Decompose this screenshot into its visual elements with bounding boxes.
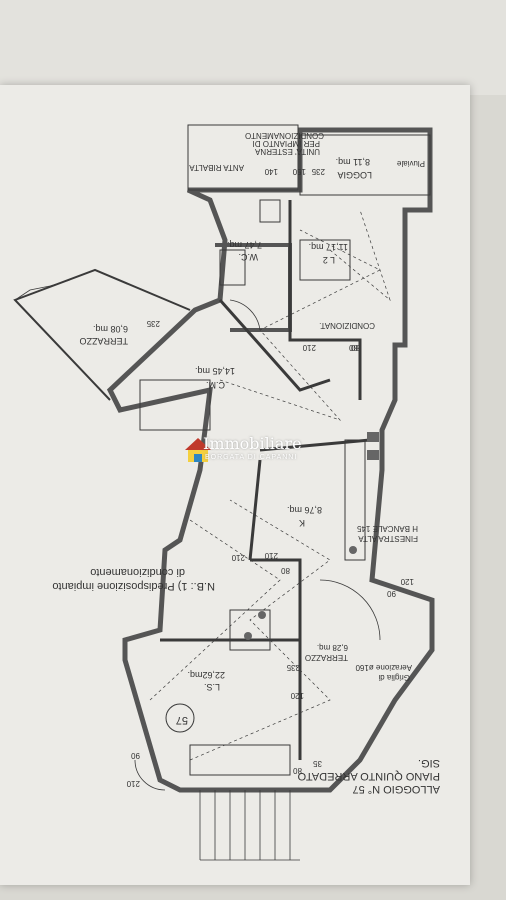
watermark-brand: Immobiliare [203,434,302,453]
annotation-finestra-1: FINESTRA ALTA [358,534,418,543]
annotation-griglia-1: Griglia di [378,673,410,682]
unit-circle [165,703,195,733]
stairs [199,790,300,861]
annotation-condiz: CONDIZIONAT. [319,321,375,330]
dim-label: 120 [290,691,304,700]
annotation-anta: ANTA RIBALTA [189,163,244,172]
room-name-wc: W.C. [238,252,259,262]
dim-label: 35 [313,759,322,768]
partition-wall [288,200,362,400]
background-paper-top [0,0,506,95]
terrace-outline [13,268,191,401]
room-area-ls: 22,62mq. [187,670,225,680]
kitchen-counter [344,439,366,561]
partition-wall [248,438,371,650]
watermark-subtitle: BORGATA DI CAPANNI [205,454,298,461]
watermark-logo: Immobiliare BORGATA DI CAPANNI [185,430,325,470]
dim-label: 90 [387,589,396,598]
room-area-wc: 7,47 mq. [226,240,262,250]
room-name-ls: L.S. [203,682,220,692]
header-line1: ALLOGGIO N° 57 [352,783,440,795]
annotation-pluviale: Pluviale [396,159,425,168]
header-line2: PIANO QUINTO ARREDATO [297,770,440,782]
room-name-terrazzo: TERRAZZO [79,336,129,346]
dim-label: 80 [281,566,290,575]
table [229,609,271,651]
room-area-l2: 11,17 mq. [308,242,348,252]
annotation-finestra-2: H BANCALE 145 [357,524,418,533]
dim-label: 150 [292,167,306,176]
dim-label: 235 [311,167,325,176]
exterior-wall [106,127,435,793]
dim-label: 80 [293,766,302,775]
unit-number: 57 [175,714,188,726]
dim-label: 210 [264,551,278,560]
dim-label: 235 [286,663,300,672]
annotation-unita-2: PER IMPIANTO DI [252,139,320,148]
room-area-terrazzo: 6,08 mq. [92,324,128,334]
room-area-terrazzo2: 6,28 mq. [316,643,348,652]
room-area-loggia: 8,11 mq. [335,157,370,167]
partition-wall [160,638,302,760]
annotation-unita-1: UNITA' ESTERNA [255,147,320,156]
dim-label: 210 [126,779,140,788]
header-line3: SIG. [417,757,440,769]
annotation-unita-3: CONDIZIONAMENTO [245,131,324,140]
partition-wall [218,299,331,392]
room-area-k: 8,76 mq. [286,505,322,515]
room-name-loggia: LOGGIA [337,170,372,180]
dim-label: 80 [349,343,358,352]
loggia-box [299,134,431,196]
note-line1: N.B.: 1) Predisposizione impianto [52,580,215,592]
bed [299,239,351,281]
room-name-terrazzo2: TERRAZZO [304,653,348,662]
dim-label: 90 [131,751,140,760]
bed [139,379,211,431]
unit-box [187,124,299,191]
floor-plan-sheet [0,85,470,885]
dim-label: 210 [302,343,316,352]
note-line2: di condizionamento [90,566,185,578]
dim-label: 140 [264,167,278,176]
room-name-l2: L 2 [322,255,335,265]
dim-label: 210 [231,553,245,562]
annotation-griglia-2: Aerazione ø160 [355,663,412,672]
sofa [189,744,291,776]
room-name-k: K [298,518,305,528]
bath-fixture [219,249,246,286]
bath-fixture [259,199,281,223]
dim-label: 235 [146,319,160,328]
room-name-cm: C.M. [206,380,225,390]
dim-label: 120 [400,577,414,586]
room-area-cm: 14,45 mq. [194,366,235,376]
watermark-house-icon [185,438,211,462]
